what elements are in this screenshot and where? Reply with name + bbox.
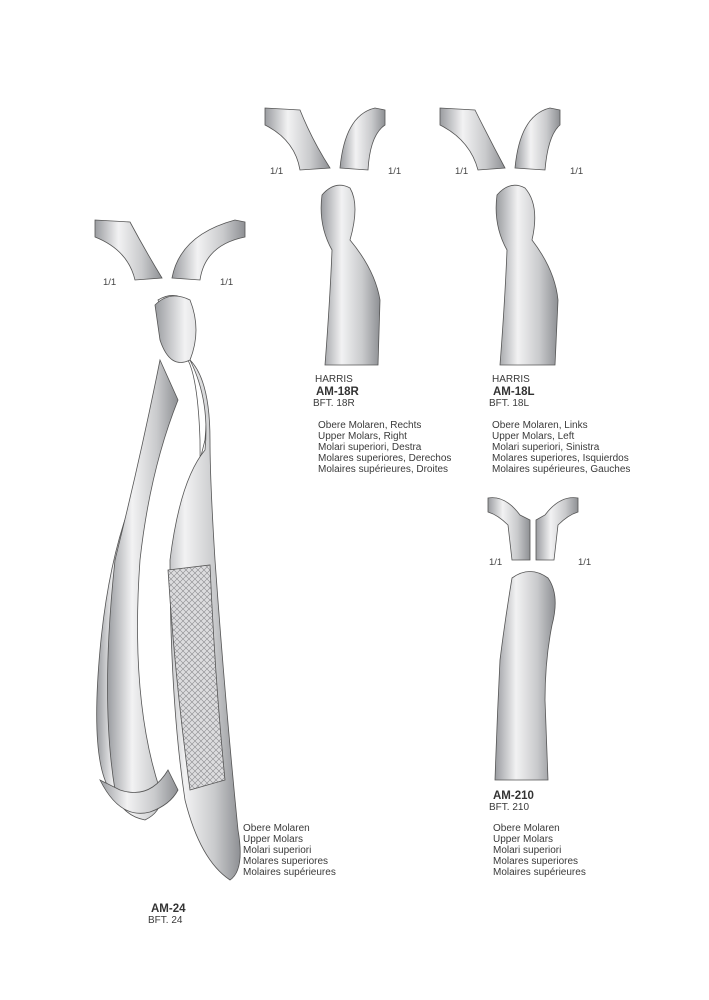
beak-detail-am-24	[94, 219, 246, 281]
description-es: Molares superiores	[493, 856, 579, 867]
product-code: AM-18L	[493, 386, 535, 398]
scale-label: 1/1	[455, 166, 469, 177]
product-code: AM-24	[151, 903, 186, 915]
reference-code: BFT. 18R	[313, 398, 355, 409]
product-code: AM-18R	[316, 386, 359, 398]
description-it: Molari superiori, Sinistra	[492, 442, 600, 453]
forceps-am-24	[96, 295, 241, 881]
reference-code: BFT. 210	[489, 802, 530, 813]
reference-code: BFT. 18L	[489, 398, 530, 409]
description-es: Molares superiores	[243, 856, 329, 867]
description-fr: Molaires supérieures	[493, 867, 586, 878]
description-list: Obere Molaren Upper Molars Molari superi…	[493, 823, 586, 878]
description-list: Obere Molaren, Rechts Upper Molars, Righ…	[318, 420, 451, 475]
description-en: Upper Molars	[493, 834, 554, 845]
forceps-am-18r	[320, 184, 381, 366]
description-en: Upper Molars	[243, 834, 304, 845]
description-it: Molari superiori, Destra	[318, 442, 422, 453]
description-de: Obere Molaren, Links	[492, 420, 588, 431]
beak-detail-am-210	[487, 497, 579, 561]
scale-label: 1/1	[270, 166, 284, 177]
description-fr: Molaires supérieures	[243, 867, 336, 878]
description-de: Obere Molaren	[493, 823, 560, 834]
description-es: Molares superiores, Isquierdos	[492, 453, 629, 464]
reference-code: BFT. 24	[148, 915, 183, 926]
beak-detail-am-18r	[264, 107, 386, 171]
description-it: Molari superiori	[243, 845, 312, 856]
scale-label: 1/1	[489, 557, 503, 568]
description-en: Upper Molars, Left	[492, 431, 575, 442]
scale-label: 1/1	[388, 166, 402, 177]
description-de: Obere Molaren, Rechts	[318, 420, 422, 431]
description-list: Obere Molaren, Links Upper Molars, Left …	[492, 420, 630, 475]
description-it: Molari superiori	[493, 845, 562, 856]
description-fr: Molaires supérieures, Gauches	[492, 464, 631, 475]
description-de: Obere Molaren	[243, 823, 310, 834]
forceps-am-210	[494, 571, 556, 781]
forceps-am-18l	[495, 184, 559, 366]
description-es: Molares superiores, Derechos	[318, 453, 452, 464]
scale-label: 1/1	[578, 557, 592, 568]
product-code: AM-210	[493, 790, 534, 802]
beak-detail-am-18l	[439, 107, 561, 171]
description-list: Obere Molaren Upper Molars Molari superi…	[243, 823, 336, 878]
series-name: HARRIS	[315, 374, 353, 385]
scale-label: 1/1	[570, 166, 584, 177]
scale-label: 1/1	[220, 277, 234, 288]
description-en: Upper Molars, Right	[318, 431, 407, 442]
series-name: HARRIS	[492, 374, 530, 385]
scale-label: 1/1	[103, 277, 117, 288]
description-fr: Molaires supérieures, Droites	[318, 464, 449, 475]
